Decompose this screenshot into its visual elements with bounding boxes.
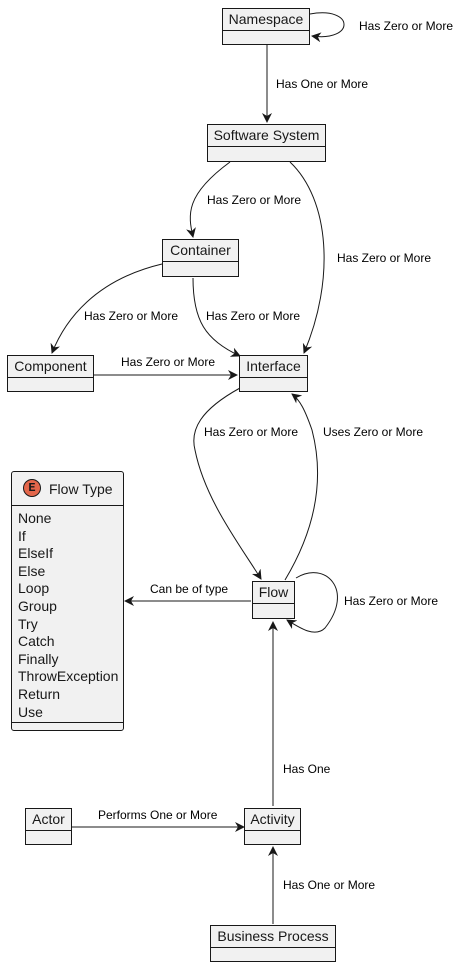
enum-value: Catch <box>18 633 55 650</box>
node-business-process[interactable]: Business Process <box>210 925 336 962</box>
edge-label-system-to-interface: Has Zero or More <box>337 251 432 265</box>
node-activity[interactable]: Activity <box>244 808 301 845</box>
node-business-process-label: Business Process <box>217 928 329 944</box>
enum-value: Loop <box>18 580 50 597</box>
enum-divider <box>12 505 123 506</box>
node-flow[interactable]: Flow <box>252 581 295 619</box>
node-divider <box>26 830 71 831</box>
enum-value: Try <box>18 615 38 632</box>
edge-label-activity-to-flow: Has One <box>283 762 331 776</box>
enum-value: Finally <box>18 650 59 667</box>
enum-value: If <box>18 527 26 544</box>
edge-label-process-to-activity: Has One or More <box>283 878 376 892</box>
node-activity-label: Activity <box>250 811 295 827</box>
node-divider <box>211 947 335 948</box>
node-divider <box>245 830 300 831</box>
enum-badge-icon: E <box>23 479 41 497</box>
edge-label-flow-to-flowtype: Can be of type <box>150 582 229 596</box>
enum-value: Else <box>18 562 46 579</box>
edge-label-flow-to-interface: Uses Zero or More <box>323 425 424 439</box>
node-divider <box>163 261 238 262</box>
edge-container-to-component <box>50 263 163 354</box>
node-namespace[interactable]: Namespace <box>222 8 310 45</box>
node-component-label: Component <box>14 358 87 374</box>
node-divider <box>8 377 93 378</box>
node-actor-label: Actor <box>32 811 65 827</box>
edge-label-namespace-self: Has Zero or More <box>359 19 454 33</box>
node-namespace-label: Namespace <box>228 11 304 27</box>
edge-software-system-to-interface <box>289 161 325 354</box>
enum-title: Flow Type <box>49 481 113 497</box>
edge-software-system-to-container <box>186 161 231 238</box>
node-component[interactable]: Component <box>7 355 94 392</box>
node-divider <box>223 30 309 31</box>
enum-value: Group <box>18 597 57 614</box>
edge-label-system-to-container: Has Zero or More <box>207 193 302 207</box>
node-flow-label: Flow <box>258 584 289 600</box>
node-software-system[interactable]: Software System <box>207 124 326 162</box>
edge-namespace-self <box>309 12 345 43</box>
edge-label-namespace-to-system: Has One or More <box>276 77 369 91</box>
edge-label-actor-to-activity: Performs One or More <box>98 808 218 822</box>
edge-label-interface-to-flow: Has Zero or More <box>204 425 299 439</box>
enum-value: ThrowException <box>18 668 119 685</box>
node-divider <box>253 603 294 604</box>
enum-values: None If ElseIf Else Loop Group Try Catch… <box>18 510 118 721</box>
edge-label-container-to-interface: Has Zero or More <box>206 309 301 323</box>
node-interface-label: Interface <box>246 358 301 374</box>
enum-value: Return <box>18 685 61 702</box>
enum-value: None <box>18 510 52 526</box>
enum-header: E Flow Type <box>12 472 123 506</box>
edge-label-flow-self: Has Zero or More <box>344 594 439 608</box>
edge-flow-self <box>286 572 338 633</box>
node-software-system-label: Software System <box>213 127 320 143</box>
enum-value: Use <box>18 703 43 720</box>
node-actor[interactable]: Actor <box>25 808 72 845</box>
enum-value: ElseIf <box>18 545 54 562</box>
edge-label-container-to-component: Has Zero or More <box>84 309 179 323</box>
node-container-label: Container <box>170 242 231 258</box>
edge-container-to-interface <box>192 277 241 357</box>
node-divider <box>240 377 307 378</box>
enum-flow-type[interactable]: E Flow Type None If ElseIf Else Loop Gro… <box>11 471 124 731</box>
edge-label-component-to-interface: Has Zero or More <box>121 355 216 369</box>
edge-flow-to-interface <box>284 393 319 581</box>
enum-divider <box>12 722 123 723</box>
node-container[interactable]: Container <box>162 239 239 277</box>
node-divider <box>208 146 325 147</box>
edge-interface-to-flow <box>193 387 262 580</box>
node-interface[interactable]: Interface <box>239 355 308 392</box>
